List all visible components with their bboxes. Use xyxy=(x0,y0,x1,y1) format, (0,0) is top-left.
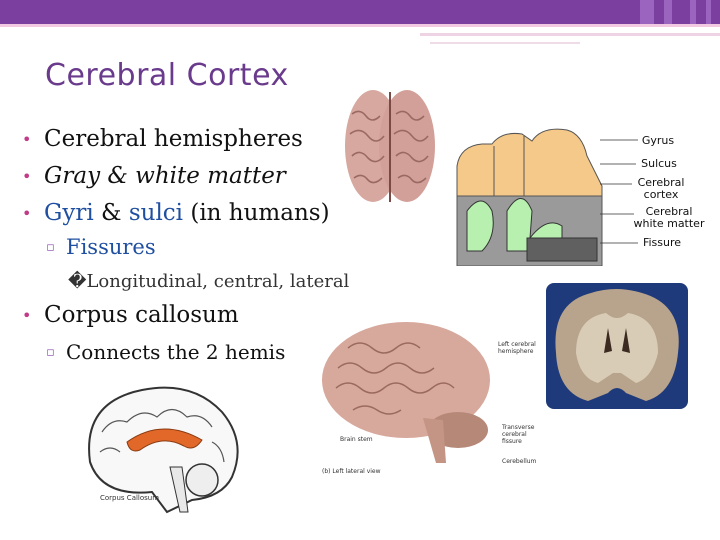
bullet-gray-white-matter: • Gray & white matter xyxy=(22,163,286,189)
label-cerebral-cortex: Cerebral cortex xyxy=(637,176,685,201)
caption-left-lateral-view: (b) Left lateral view xyxy=(322,468,381,475)
accent-line xyxy=(420,33,720,36)
cerebellum-circle xyxy=(185,463,219,497)
accent-line xyxy=(430,42,580,44)
bullet-marker: • xyxy=(22,204,32,223)
term-gyri: Gyri xyxy=(44,200,94,226)
label-fissure: Fissure xyxy=(642,236,682,249)
header-stripe xyxy=(690,0,696,24)
text-amp: & xyxy=(93,200,129,226)
label-corpus-callosum: Corpus Callosum xyxy=(100,494,160,502)
diagram-leader-lines xyxy=(600,139,638,244)
label-gyrus: Gyrus xyxy=(641,134,675,147)
brain-top-view-image xyxy=(345,90,435,202)
coronal-section-image xyxy=(546,283,688,409)
coronal-white-matter xyxy=(576,313,658,383)
bullet-text: Cerebral hemispheres xyxy=(44,126,303,152)
label-transverse-cerebral-fissure: Transverse cerebral fissure xyxy=(502,424,535,445)
bullet-corpus-callosum: • Corpus callosum xyxy=(22,302,239,328)
sub-sub-bullet-text: �Longitudinal, central, lateral xyxy=(68,271,350,292)
sub-sub-bullet-fissure-types: �Longitudinal, central, lateral xyxy=(68,271,349,292)
gyri-pattern xyxy=(349,110,429,184)
bullet-marker: • xyxy=(22,130,32,149)
label-sulcus: Sulcus xyxy=(641,157,677,170)
label-cerebral-white-matter: Cerebral white matter xyxy=(633,205,705,230)
corpus-callosum-shape xyxy=(126,428,203,452)
label-brain-stem: Brain stem xyxy=(340,436,373,443)
sub-bullet-marker: ▫ xyxy=(46,240,55,255)
right-hemisphere-shape xyxy=(379,90,435,202)
lower-block xyxy=(526,237,598,262)
sub-bullet-text: Fissures xyxy=(66,235,156,259)
bullet-text: Corpus callosum xyxy=(44,302,239,328)
bullet-marker: • xyxy=(22,306,32,325)
header-bar xyxy=(0,0,720,24)
bullet-text: Gray & white matter xyxy=(44,163,286,189)
lateral-gyri-pattern xyxy=(335,342,455,415)
header-stripe xyxy=(640,0,654,24)
accent-line xyxy=(0,24,720,27)
lateral-brain-image xyxy=(322,322,490,463)
label-cerebellum: Cerebellum xyxy=(502,458,537,465)
bullet-cerebral-hemispheres: • Cerebral hemispheres xyxy=(22,126,303,152)
brain-stem-shape xyxy=(423,418,446,463)
sagittal-gyri-pattern xyxy=(99,408,225,463)
label-left-cerebral-hemisphere: Left cerebral hemisphere xyxy=(498,341,536,355)
ventricles xyxy=(604,328,630,353)
text-rest: (in humans) xyxy=(183,200,330,226)
sub-bullet-marker: ▫ xyxy=(46,345,55,360)
sub-bullet-fissures: ▫ Fissures xyxy=(46,235,156,259)
bullet-marker: • xyxy=(22,167,32,186)
cerebrum-shape xyxy=(322,322,490,438)
sub-bullet-text: Connects the 2 hemis xyxy=(66,340,286,364)
sagittal-section-image xyxy=(72,372,257,527)
term-sulci: sulci xyxy=(128,200,184,226)
slide-title: Cerebral Cortex xyxy=(45,58,289,93)
brain-stem-path xyxy=(169,466,189,513)
header-stripe xyxy=(706,0,711,24)
bullet-gyri-sulci: • Gyri & sulci (in humans) xyxy=(22,200,330,226)
sub-bullet-connects-hemispheres: ▫ Connects the 2 hemis xyxy=(46,340,286,364)
header-stripe xyxy=(664,0,672,24)
cortex-section-diagram xyxy=(456,128,603,266)
